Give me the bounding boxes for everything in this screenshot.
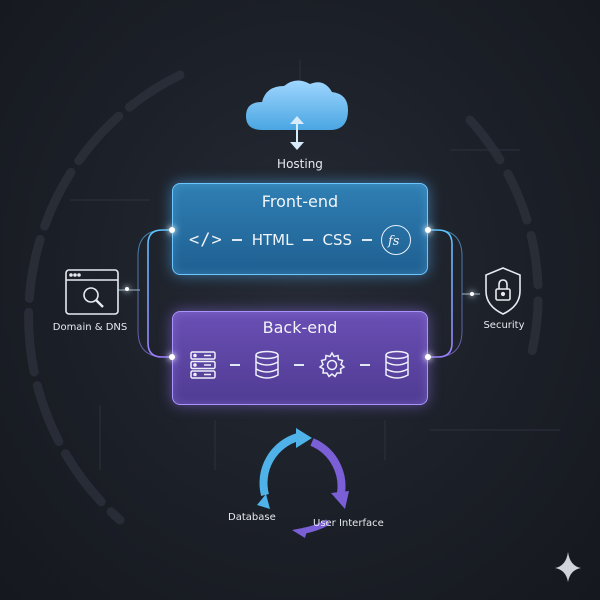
frontend-title: Front-end	[261, 192, 339, 211]
cycle-arrows-icon	[257, 428, 349, 538]
browser-search-icon	[65, 269, 119, 315]
connector-node	[169, 354, 175, 360]
database-icon	[255, 350, 279, 379]
connector-node	[425, 354, 431, 360]
bg-arc-left	[24, 70, 185, 525]
user-interface-label: User Interface	[313, 518, 384, 529]
bg-grid-lines	[70, 60, 560, 470]
shield-lock-icon	[485, 267, 521, 315]
double-arrow-icon	[290, 116, 304, 150]
backend-title: Back-end	[262, 318, 338, 337]
svg-text:fs: fs	[387, 234, 400, 249]
database-label: Database	[228, 512, 276, 523]
fs-glyph: fs	[387, 234, 400, 249]
database-icon	[385, 350, 409, 379]
frontend-item-css: CSS	[322, 231, 352, 249]
backend-tech-row	[189, 348, 411, 382]
connector-node	[425, 227, 431, 233]
frontend-panel: Front-end </> HTML CSS fs	[172, 183, 428, 275]
connector-node	[125, 287, 129, 291]
server-rack-icon	[190, 351, 216, 379]
code-brackets-icon: </>	[189, 230, 223, 250]
connector-dash	[361, 239, 372, 241]
cloud-icon	[246, 80, 348, 130]
connector-dash	[294, 364, 304, 366]
connector-dash	[360, 364, 370, 366]
sparkle-icon	[555, 552, 581, 582]
fs-badge-icon: fs	[381, 225, 411, 255]
hosting-label: Hosting	[277, 157, 323, 171]
gear-icon	[318, 351, 346, 378]
frontend-item-html: HTML	[251, 231, 294, 249]
security-label: Security	[483, 320, 525, 331]
connector-dash	[232, 239, 243, 241]
frontend-tech-row: </> HTML CSS fs	[189, 224, 411, 256]
domain-label: Domain & DNS	[52, 322, 128, 333]
connector-dash	[230, 364, 240, 366]
connector-node	[470, 292, 474, 296]
connector-dash	[302, 239, 313, 241]
connector-node	[169, 227, 175, 233]
backend-panel: Back-end	[172, 311, 428, 405]
bg-arc-right	[465, 115, 543, 365]
